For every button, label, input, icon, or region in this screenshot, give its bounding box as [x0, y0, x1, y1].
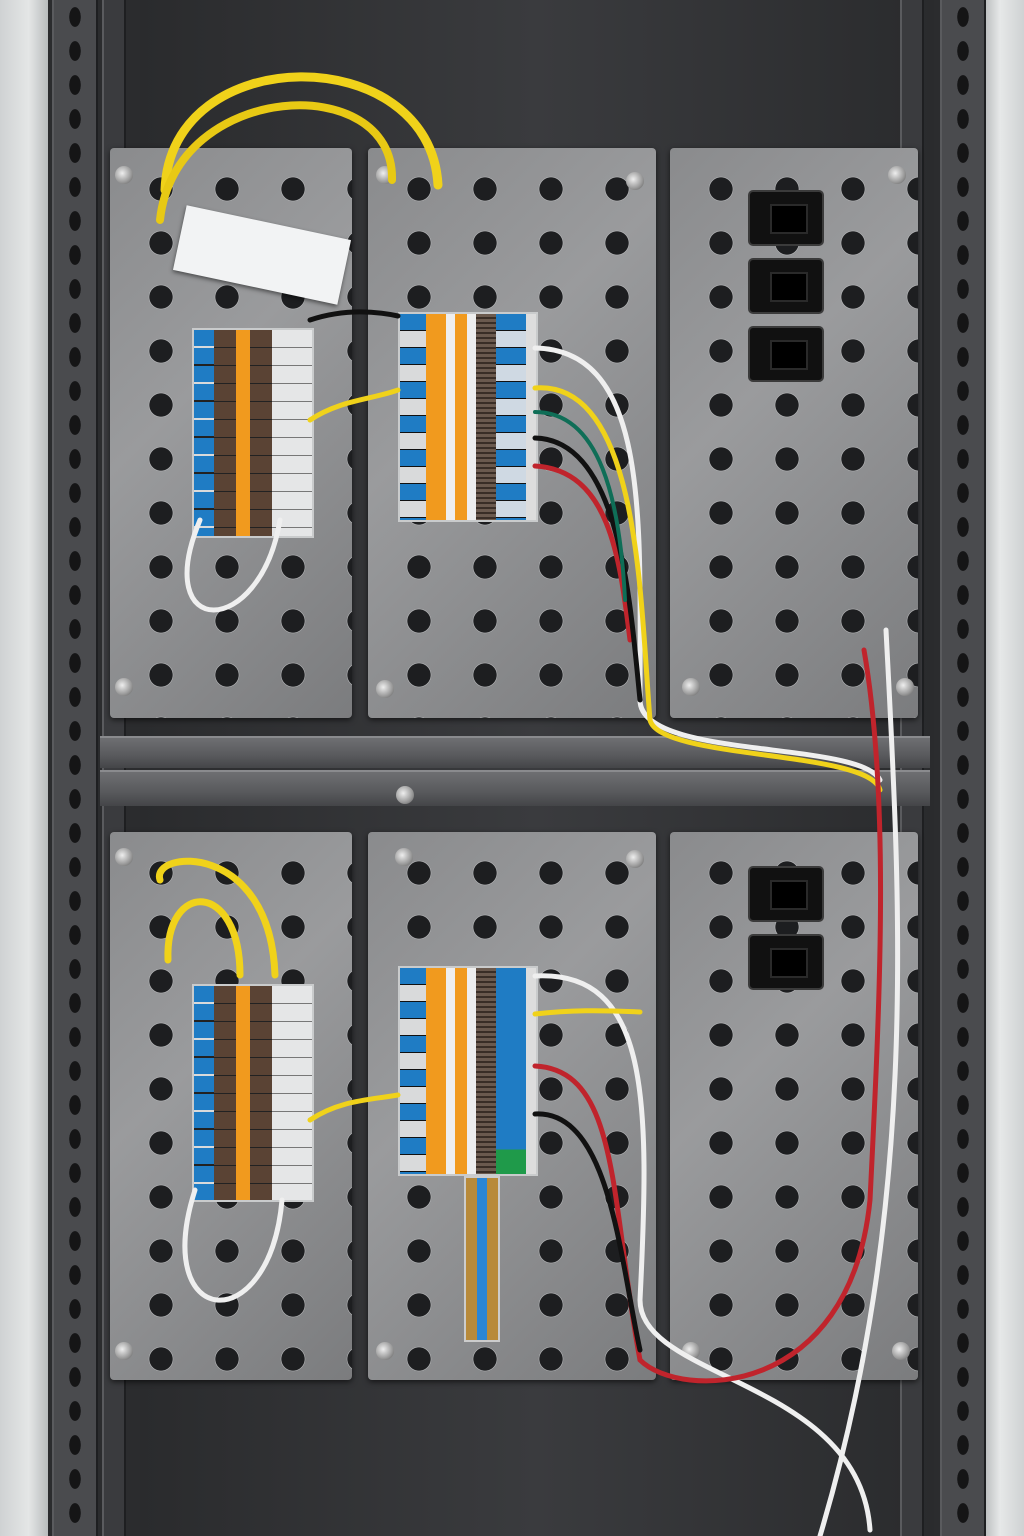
screw — [115, 678, 133, 696]
rj45-jack-upper-3[interactable] — [748, 326, 824, 382]
screw — [892, 1342, 910, 1360]
terminal-block-upper-center — [398, 312, 538, 522]
bus-bar-strip — [464, 1176, 500, 1342]
mounting-rail-right — [940, 0, 986, 1536]
screw — [396, 786, 414, 804]
cabinet-frame-right — [984, 0, 1024, 1536]
screw — [376, 1342, 394, 1360]
screw — [888, 166, 906, 184]
terminal-block-lower-center — [398, 966, 538, 1176]
screw — [682, 678, 700, 696]
cabinet-frame-left — [0, 0, 48, 1536]
rj45-jack-upper-1[interactable] — [748, 190, 824, 246]
terminal-block-upper-left — [192, 328, 314, 538]
screw — [376, 680, 394, 698]
screw — [115, 848, 133, 866]
screw — [626, 850, 644, 868]
screw — [395, 848, 413, 866]
rj45-jack-lower-1[interactable] — [748, 866, 824, 922]
screw — [115, 166, 133, 184]
rj45-jack-lower-2[interactable] — [748, 934, 824, 990]
screw — [115, 1342, 133, 1360]
terminal-block-lower-left — [192, 984, 314, 1202]
cross-bar-lower — [100, 770, 930, 806]
screw — [896, 678, 914, 696]
rj45-jack-upper-2[interactable] — [748, 258, 824, 314]
screw — [626, 172, 644, 190]
mounting-rail-left — [52, 0, 98, 1536]
